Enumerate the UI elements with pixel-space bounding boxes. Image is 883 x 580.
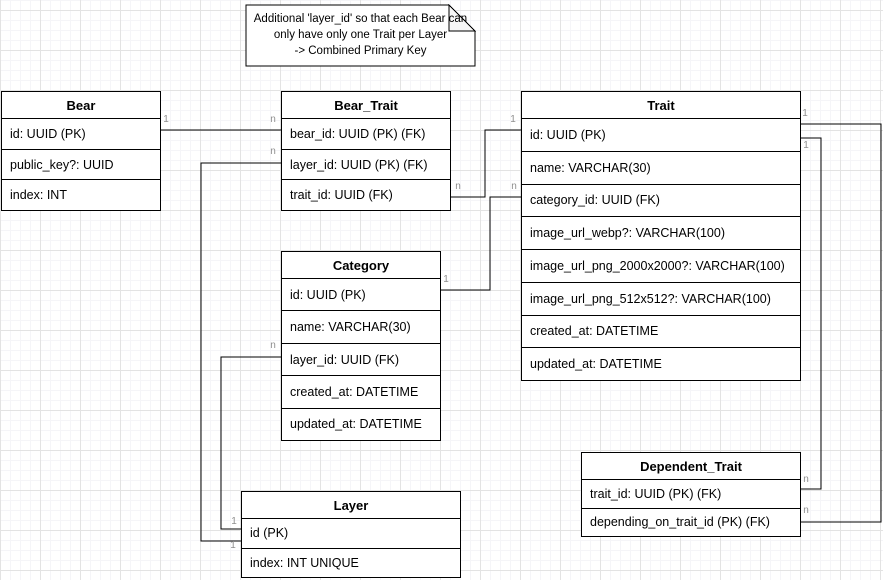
entity-row[interactable]: name: VARCHAR(30): [522, 150, 800, 184]
entity-table-bear[interactable]: Bear id: UUID (PK) public_key?: UUID ind…: [1, 91, 161, 211]
edge-label-multiplicity[interactable]: 1: [230, 540, 236, 551]
entity-row[interactable]: depending_on_trait_id (PK) (FK): [582, 507, 800, 537]
edge-trait-dependenttrait-traitid[interactable]: [801, 137, 822, 490]
edge-beartrait-trait[interactable]: [451, 129, 521, 198]
note-line: Additional 'layer_id' so that each Bear …: [253, 13, 468, 25]
entity-title-bear-trait[interactable]: Bear_Trait: [334, 97, 398, 113]
entity-table-dependent-trait[interactable]: Dependent_Trait trait_id: UUID (PK) (FK)…: [581, 452, 801, 537]
entity-title-layer[interactable]: Layer: [333, 497, 369, 513]
edge-beartrait-layer[interactable]: [200, 162, 281, 542]
entity-row[interactable]: index: INT: [2, 179, 160, 210]
entity-title-trait[interactable]: Trait: [647, 97, 675, 113]
edge-label-multiplicity[interactable]: n: [270, 340, 276, 351]
edge-label-multiplicity[interactable]: 1: [163, 114, 169, 125]
edge-label-multiplicity[interactable]: n: [270, 146, 276, 157]
edge-label-multiplicity[interactable]: n: [803, 474, 809, 485]
entity-row[interactable]: id (PK): [242, 518, 460, 548]
edge-category-layer[interactable]: [220, 356, 281, 530]
entity-row[interactable]: id: UUID (PK): [522, 118, 800, 151]
edge-label-multiplicity[interactable]: 1: [510, 114, 516, 125]
entity-table-bear-trait[interactable]: Bear_Trait bear_id: UUID (PK) (FK) layer…: [281, 91, 451, 211]
entity-row[interactable]: trait_id: UUID (PK) (FK): [582, 479, 800, 508]
entity-row[interactable]: image_url_webp?: VARCHAR(100): [522, 216, 800, 249]
edge-trait-dependenttrait-dependingid[interactable]: [801, 123, 882, 523]
entity-row[interactable]: created_at: DATETIME: [282, 375, 440, 407]
note-line: only have only one Trait per Layer: [273, 29, 448, 41]
note-shape[interactable]: [245, 3, 477, 67]
entity-row[interactable]: created_at: DATETIME: [522, 314, 800, 348]
entity-row[interactable]: public_key?: UUID: [2, 148, 160, 180]
entity-row[interactable]: layer_id: UUID (FK): [282, 342, 440, 375]
edge-label-multiplicity[interactable]: n: [270, 114, 276, 125]
entity-title-category[interactable]: Category: [332, 257, 390, 273]
entity-title-dependent-trait[interactable]: Dependent_Trait: [640, 458, 742, 474]
note-body[interactable]: [245, 4, 476, 67]
entity-row[interactable]: updated_at: DATETIME: [282, 407, 440, 440]
entity-row[interactable]: id: UUID (PK): [2, 118, 160, 149]
edge-label-multiplicity[interactable]: n: [511, 181, 517, 192]
entity-row[interactable]: id: UUID (PK): [282, 278, 440, 310]
entity-row[interactable]: name: VARCHAR(30): [282, 310, 440, 342]
edge-label-multiplicity[interactable]: 1: [443, 274, 449, 285]
entity-row[interactable]: image_url_png_512x512?: VARCHAR(100): [522, 281, 800, 315]
edge-label-multiplicity[interactable]: n: [455, 181, 461, 192]
note-fold-corner: [448, 3, 477, 32]
edge-label-multiplicity[interactable]: n: [803, 505, 809, 516]
entity-title-bear[interactable]: Bear: [66, 97, 96, 113]
edge-label-multiplicity[interactable]: 1: [231, 516, 237, 527]
edge-label-multiplicity[interactable]: 1: [803, 140, 809, 151]
edge-label-multiplicity[interactable]: 1: [802, 108, 808, 119]
entity-table-trait[interactable]: Trait id: UUID (PK) name: VARCHAR(30) ca…: [521, 91, 801, 381]
entity-row[interactable]: bear_id: UUID (PK) (FK): [282, 118, 450, 149]
note-text[interactable]: Additional 'layer_id' so that each Bear …: [246, 11, 475, 59]
entity-row[interactable]: image_url_png_2000x2000?: VARCHAR(100): [522, 249, 800, 282]
entity-row[interactable]: index: INT UNIQUE: [242, 547, 460, 578]
entity-table-category[interactable]: Category id: UUID (PK) name: VARCHAR(30)…: [281, 251, 441, 441]
edge-category-trait[interactable]: [441, 196, 521, 291]
entity-row[interactable]: layer_id: UUID (PK) (FK): [282, 148, 450, 180]
entity-row[interactable]: trait_id: UUID (FK): [282, 179, 450, 210]
entity-row[interactable]: updated_at: DATETIME: [522, 347, 800, 380]
entity-table-layer[interactable]: Layer id (PK) index: INT UNIQUE: [241, 491, 461, 578]
entity-row[interactable]: category_id: UUID (FK): [522, 183, 800, 217]
note-line: -> Combined Primary Key: [294, 45, 427, 57]
